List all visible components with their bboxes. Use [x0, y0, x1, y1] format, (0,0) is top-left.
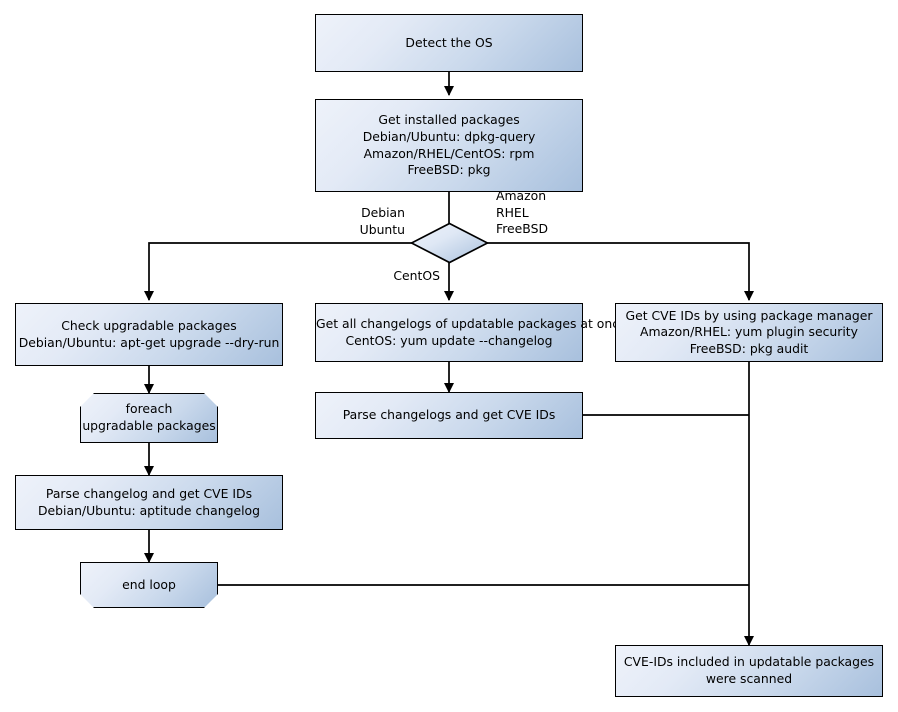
edge-label-rhel: RHEL: [496, 204, 529, 220]
node-parse-changelog-line-2: Debian/Ubuntu: aptitude changelog: [38, 502, 260, 518]
node-scan-complete[interactable]: CVE-IDs included in updatable packages w…: [615, 645, 883, 697]
node-foreach-line-1: foreach: [125, 401, 173, 417]
node-parse-changelogs-line-1: Parse changelogs and get CVE IDs: [342, 407, 556, 423]
node-get-all-changelogs-line-2: CentOS: yum update --changelog: [345, 332, 553, 348]
node-get-installed-packages-line-1: Get installed packages: [378, 112, 520, 128]
edge-label-centos-text: CentOS: [393, 268, 440, 283]
node-get-all-changelogs-line-1: Get all changelogs of updatable packages…: [316, 315, 627, 331]
node-check-upgradable-packages[interactable]: Check upgradable packages Debian/Ubuntu:…: [15, 303, 283, 366]
node-get-all-changelogs[interactable]: Get all changelogs of updatable packages…: [315, 303, 627, 362]
loop-start-shape: [80, 393, 218, 443]
node-end-loop-line-1: end loop: [122, 576, 176, 592]
edge-label-ubuntu: Ubuntu: [359, 221, 405, 237]
node-get-cve-ids-line-2: Amazon/RHEL: yum plugin security: [640, 324, 858, 340]
node-scan-complete-line-2: were scanned: [705, 671, 793, 686]
node-get-installed-packages[interactable]: Get installed packages Debian/Ubuntu: dp…: [315, 99, 583, 192]
edge-label-amazon: Amazon: [496, 188, 547, 203]
edge-label-debian: Debian: [361, 205, 405, 220]
node-get-cve-ids-line-1: Get CVE IDs by using package manager: [625, 307, 873, 323]
node-end-loop[interactable]: end loop: [80, 562, 218, 608]
node-scan-complete-line-1: CVE-IDs included in updatable packages: [623, 654, 875, 670]
node-get-cve-ids-line-3: FreeBSD: pkg audit: [689, 340, 809, 356]
edge-label-freebsd: FreeBSD: [496, 221, 548, 237]
loop-end-shape: [80, 562, 218, 608]
node-get-installed-packages-line-4: FreeBSD: pkg: [407, 162, 491, 178]
edge-label-centos: CentOS: [330, 268, 440, 285]
node-check-upgradable-line-2: Debian/Ubuntu: apt-get upgrade --dry-run: [18, 334, 280, 350]
edge-label-amazon-rhel-freebsd: Amazon RHEL FreeBSD: [496, 188, 656, 238]
node-os-decision[interactable]: [409, 222, 490, 264]
node-get-installed-packages-line-2: Debian/Ubuntu: dpkg-query: [362, 128, 536, 144]
decision-diamond-icon: [409, 222, 490, 264]
node-foreach-line-2: upgradable packages: [82, 418, 216, 433]
node-detect-os-line-1: Detect the OS: [405, 34, 493, 50]
node-get-installed-packages-line-3: Amazon/RHEL/CentOS: rpm: [363, 145, 535, 161]
node-detect-os[interactable]: Detect the OS: [315, 14, 583, 72]
node-get-cve-ids-package-manager[interactable]: Get CVE IDs by using package manager Ama…: [615, 303, 883, 362]
node-parse-changelog-get-cve-ids[interactable]: Parse changelog and get CVE IDs Debian/U…: [15, 475, 283, 530]
edge-label-debian-ubuntu: Debian Ubuntu: [260, 205, 405, 238]
node-parse-changelogs-get-cve-ids[interactable]: Parse changelogs and get CVE IDs: [315, 392, 583, 439]
edge-decision-to-cveids: [487, 242, 755, 302]
node-foreach-loop-start[interactable]: foreach upgradable packages: [80, 393, 218, 443]
node-check-upgradable-line-1: Check upgradable packages: [61, 317, 237, 333]
node-parse-changelog-line-1: Parse changelog and get CVE IDs: [45, 485, 253, 501]
